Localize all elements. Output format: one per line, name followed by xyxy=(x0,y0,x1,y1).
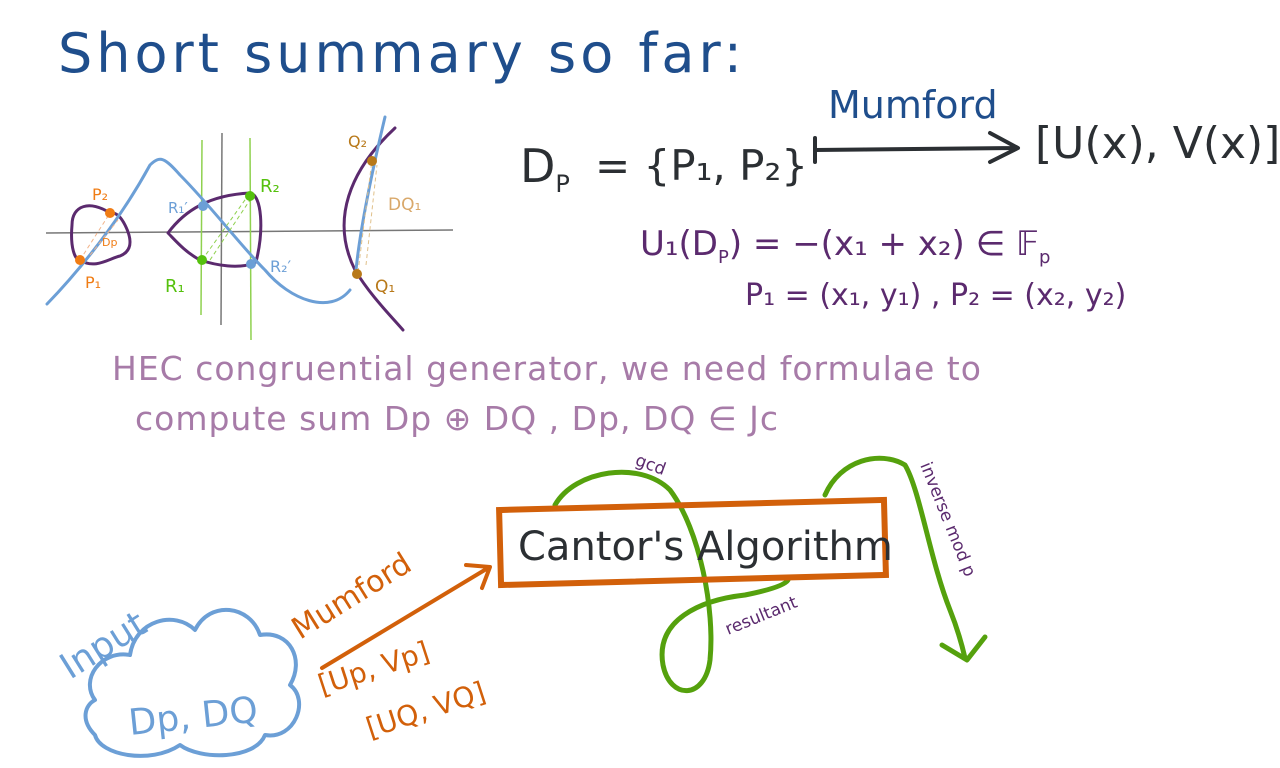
uq-vq-label: [UQ, VQ] xyxy=(362,675,490,745)
dp-symbol: DP xyxy=(520,139,570,198)
label-r1: R₁ xyxy=(165,276,185,297)
points-formula: P₁ = (x₁, y₁) , P₂ = (x₂, y₂) xyxy=(745,278,1126,313)
input-value: Dp, DQ xyxy=(127,690,260,744)
up-vp-label: [Up, Vp] xyxy=(314,635,433,702)
label-q2: Q₂ xyxy=(348,132,367,151)
curve-oval-left xyxy=(70,204,132,266)
label-dp: Dp xyxy=(102,236,117,249)
label-p1: P₁ xyxy=(85,273,101,292)
cantor-flow: Cantor's Algorithm gcd resultant inverse… xyxy=(53,450,988,758)
point-r2 xyxy=(245,191,255,201)
x-axis xyxy=(45,229,454,234)
mumford-flow-arrow xyxy=(320,563,492,670)
u1-formula: U₁(DP) = −(x₁ + x₂) ∈ 𝔽p xyxy=(640,224,1050,268)
point-r2-prime xyxy=(246,259,256,269)
cantor-algorithm-label: Cantor's Algorithm xyxy=(518,524,893,570)
point-q2 xyxy=(367,156,377,166)
y-axis xyxy=(220,132,223,326)
description-line-2: compute sum Dp ⊕ DQ , Dp, DQ ∈ Jc xyxy=(135,399,779,438)
title: Short summary so far: xyxy=(58,22,746,85)
dp-set: = {P₁, P₂} xyxy=(595,141,808,190)
mumford-pair: [U(x), V(x)] xyxy=(1035,118,1280,169)
curve-branch-right xyxy=(342,126,405,332)
dashed-chord-q xyxy=(357,159,378,273)
resultant-label: resultant xyxy=(722,593,800,640)
description-line-1: HEC congruential generator, we need form… xyxy=(112,349,982,388)
label-r2-prime: R₂′ xyxy=(270,257,292,276)
mumford-flow-label: Mumford xyxy=(286,546,418,647)
point-r1-prime xyxy=(198,201,208,211)
label-p2: P₂ xyxy=(92,185,108,204)
mumford-map: DP = {P₁, P₂} Mumford [U(x), V(x)] xyxy=(520,83,1280,198)
input-cloud xyxy=(83,607,302,758)
dashed-chord-r xyxy=(201,192,251,261)
point-p1 xyxy=(75,255,85,265)
curve-oval-middle xyxy=(166,191,263,268)
vertical-line-r2 xyxy=(249,137,252,341)
input-label: Input xyxy=(53,603,154,687)
label-q1: Q₁ xyxy=(375,277,395,297)
mumford-arrow-label: Mumford xyxy=(828,83,998,127)
green-loop-gcd xyxy=(552,469,791,694)
point-p2 xyxy=(105,208,115,218)
green-arc-inverse xyxy=(822,455,988,663)
label-r1-prime: R₁′ xyxy=(168,199,188,217)
dashed-chord-p xyxy=(79,212,119,261)
maps-to-arrow xyxy=(813,131,1020,164)
vertical-line-r1 xyxy=(200,139,203,316)
label-dq1: DQ₁ xyxy=(388,195,421,215)
point-r1 xyxy=(197,255,207,265)
label-r2: R₂ xyxy=(260,176,280,197)
curve-sketch: P₂ P₁ Dp R₁′ R₂ R₁ R₂′ Q₂ Q₁ DQ₁ xyxy=(45,115,454,341)
point-q1 xyxy=(352,269,362,279)
cantor-algorithm-box xyxy=(496,496,890,589)
